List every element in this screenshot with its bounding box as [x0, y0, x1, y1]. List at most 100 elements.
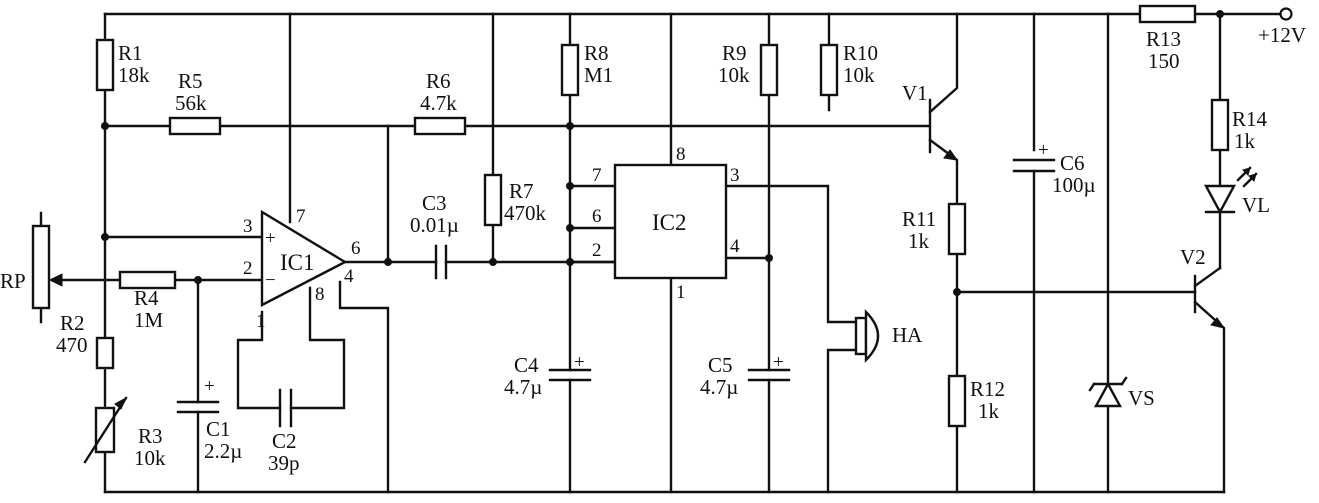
v2-emitter-arrow: [1210, 317, 1226, 329]
c5-plus: +: [773, 352, 784, 373]
r13-name: R13: [1146, 27, 1181, 51]
ha-buzzer-dome: [864, 309, 880, 363]
r8-name: R8: [584, 41, 609, 65]
r3-value: 10k: [134, 446, 166, 470]
semiconductors: [854, 149, 1258, 408]
ic1-minus-sign: −: [265, 270, 276, 291]
supply-label: +12V: [1258, 23, 1306, 47]
v1-emitter-arrow: [943, 149, 959, 161]
r10-value: 10k: [843, 63, 875, 87]
ic1-triangle: [260, 209, 348, 307]
vs-label: VS: [1128, 386, 1155, 410]
r7-value: 470k: [504, 201, 547, 225]
c5-value: 4.7µ: [700, 375, 738, 399]
c4-value: 4.7µ: [504, 375, 542, 399]
r10-body: [819, 43, 839, 97]
ha-buzzer-body: [854, 316, 868, 356]
c6-plus: +: [1038, 140, 1049, 161]
ic1-pin6: 6: [351, 238, 361, 259]
ic2-body: [613, 163, 728, 280]
ic2-pin2: 2: [592, 240, 602, 261]
ic2-pin4: 4: [730, 236, 740, 257]
ic2-pin7: 7: [592, 165, 602, 186]
r9-body: [759, 43, 779, 97]
r14-value: 1k: [1234, 129, 1256, 153]
ic1-plus-sign: +: [265, 228, 276, 249]
rp-label: RP: [0, 269, 26, 293]
ic1-label: IC1: [280, 250, 315, 275]
vl-led-triangle: [1203, 184, 1237, 215]
c2-name: C2: [272, 429, 297, 453]
r11-value: 1k: [908, 229, 930, 253]
r7-name: R7: [509, 179, 534, 203]
r1-name: R1: [118, 41, 143, 65]
r1-value: 18k: [118, 63, 150, 87]
r8-body: [560, 43, 580, 97]
vs-zener-triangle: [1093, 381, 1123, 408]
ha-label: HA: [892, 323, 923, 347]
r12-name: R12: [970, 377, 1005, 401]
ic1-pin4: 4: [344, 266, 354, 287]
ic2-pin8: 8: [676, 144, 686, 165]
ic2-label: IC2: [652, 210, 687, 235]
ic1-pin2: 2: [243, 258, 253, 279]
v1-label: V1: [902, 81, 928, 105]
ic1-pin8: 8: [315, 284, 325, 305]
ic2-pin3: 3: [730, 165, 740, 186]
r4-body: [118, 270, 177, 290]
r3-name: R3: [138, 424, 163, 448]
c1-plus: +: [204, 376, 215, 397]
r14-name: R14: [1232, 107, 1268, 131]
ic2-pin6: 6: [592, 206, 602, 227]
polarity-marks: + + + +: [204, 140, 1049, 397]
c6-name: C6: [1060, 151, 1085, 175]
r14-body: [1210, 98, 1230, 152]
r2-name: R2: [60, 311, 85, 335]
r10-name: R10: [843, 41, 878, 65]
c3-value: 0.01µ: [410, 213, 459, 237]
c1-name: C1: [206, 417, 231, 441]
c6-value: 100µ: [1052, 173, 1096, 197]
r5-body: [168, 116, 222, 136]
vl-label: VL: [1242, 193, 1270, 217]
r4-name: R4: [134, 286, 159, 310]
resistor-bodies: [31, 4, 1230, 464]
ic2: IC2 7 6 2 8 3 4 1: [592, 144, 740, 303]
ic1-pin1: 1: [256, 311, 266, 332]
ic1-pin7: 7: [296, 206, 306, 227]
r12-value: 1k: [978, 399, 1000, 423]
c5-name: C5: [708, 353, 733, 377]
capacitor-bodies: [176, 158, 1056, 428]
r12-body: [947, 374, 967, 428]
junctions: [101, 10, 1224, 296]
r13-body: [1138, 4, 1197, 24]
r6-value: 4.7k: [420, 91, 457, 115]
r2-body: [95, 336, 115, 370]
r6-name: R6: [426, 69, 451, 93]
rp-body: [31, 224, 51, 310]
c2-value: 39p: [268, 451, 300, 475]
ic2-pin1: 1: [676, 282, 686, 303]
r2-value: 470: [56, 333, 88, 357]
r13-value: 150: [1148, 49, 1180, 73]
r7-body: [483, 173, 503, 227]
r5-name: R5: [178, 69, 203, 93]
rp-wiper-arrow: [48, 273, 63, 287]
r6-body: [413, 116, 467, 136]
component-labels: +12V R1 18k R5 56k R6 4.7k R8 M1 R9 10k …: [0, 23, 1306, 475]
r11-name: R11: [902, 207, 936, 231]
r11-body: [947, 202, 967, 256]
c3-name: C3: [422, 191, 447, 215]
r4-value: 1M: [134, 308, 164, 332]
c4-name: C4: [514, 353, 539, 377]
v2-label: V2: [1180, 245, 1206, 269]
c4-plus: +: [574, 352, 585, 373]
r5-value: 56k: [175, 91, 207, 115]
wires: [39, 7, 1293, 494]
ic1-pin3: 3: [243, 216, 253, 237]
r9-name: R9: [722, 41, 747, 65]
r8-value: M1: [584, 63, 613, 87]
r9-value: 10k: [718, 63, 750, 87]
supply-terminal: [1279, 7, 1293, 21]
